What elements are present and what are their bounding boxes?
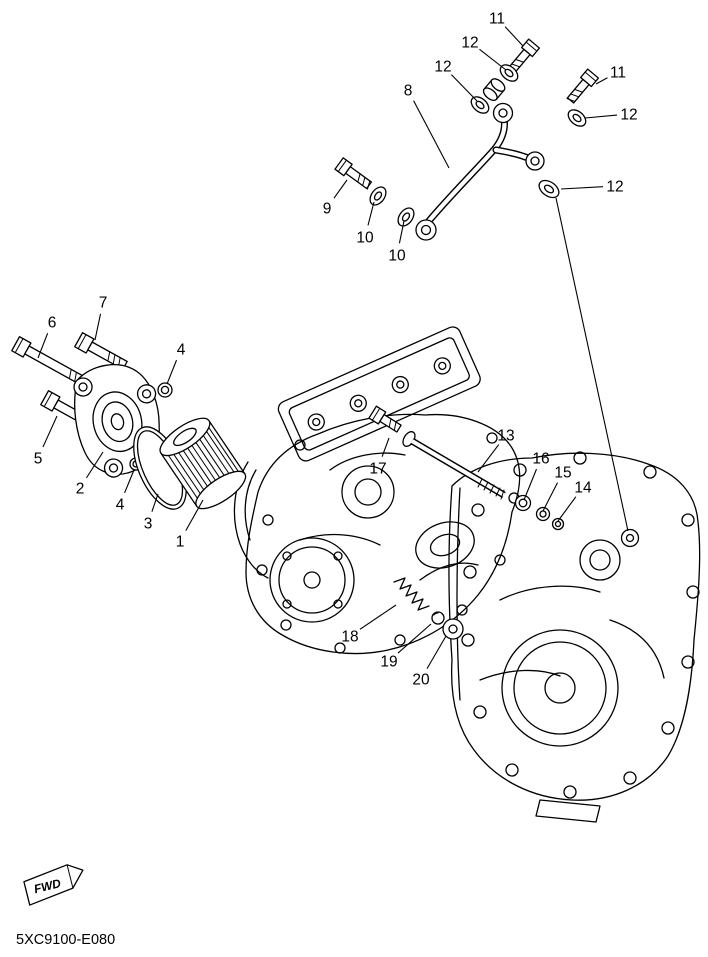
callout-label-11: 11 (489, 11, 505, 28)
callout-leader-19 (397, 623, 432, 654)
washer-12b (470, 96, 490, 114)
callout-leader-4 (166, 359, 178, 385)
callout-label-10: 10 (388, 248, 406, 265)
pipe-side-eye (525, 151, 545, 171)
oil-pipe (415, 102, 545, 241)
clip-14 (551, 517, 565, 531)
callout-leader-2 (85, 451, 104, 479)
fwd-marker: FWD (23, 864, 84, 906)
callout-label-9: 9 (323, 201, 332, 218)
callout-leader-11 (504, 26, 524, 47)
oring-16 (514, 494, 532, 512)
callout-label-11: 11 (610, 65, 626, 82)
callout-label-17: 17 (369, 461, 386, 478)
callout-leader-1 (185, 499, 204, 531)
washer-12d (538, 179, 560, 199)
callout-leader-12 (479, 48, 507, 71)
callout-leader-17 (381, 437, 390, 457)
oring-small-4a (157, 382, 173, 398)
washer-12c (567, 109, 587, 127)
callout-leader-12 (450, 74, 478, 102)
callout-leader-10 (398, 220, 405, 244)
plug-20 (442, 618, 464, 640)
pump-shaft-13 (402, 431, 506, 500)
fwd-label: FWD (32, 876, 62, 896)
callout-label-5: 5 (34, 451, 43, 468)
washer-15 (535, 506, 551, 522)
pipe-spacer (482, 78, 506, 102)
callout-label-3: 3 (144, 516, 153, 533)
callout-label-12: 12 (606, 179, 623, 196)
ball-19 (431, 611, 445, 625)
callout-leader-10 (367, 201, 375, 226)
callout-label-12: 12 (461, 35, 478, 52)
oring-large-3 (133, 426, 187, 510)
callout-label-8: 8 (404, 83, 413, 100)
callout-leader-15 (542, 482, 559, 512)
pipe-upper-eye (492, 102, 514, 124)
callout-leader-12 (560, 186, 604, 190)
callout-label-4: 4 (116, 497, 125, 514)
assembly-indicator-line (555, 197, 629, 532)
callout-leader-6 (37, 332, 49, 359)
spring-18 (393, 577, 430, 611)
banjo-bolt-11a (507, 38, 541, 74)
cylinder-base-flange (277, 326, 481, 462)
callout-label-18: 18 (341, 629, 358, 646)
shaft-bolt-17 (368, 405, 402, 433)
callout-leader-8 (413, 100, 450, 169)
callout-label-7: 7 (99, 295, 108, 312)
callout-label-15: 15 (554, 465, 571, 482)
pipe-lower-eye (415, 219, 437, 241)
callout-leader-14 (557, 496, 577, 522)
filter-cover (73, 364, 160, 478)
callout-label-10: 10 (356, 230, 374, 247)
banjo-bolt-11b (566, 68, 600, 104)
callout-leader-13 (477, 444, 500, 473)
diagram-code: 5XC9100-E080 (16, 932, 115, 948)
callout-label-19: 19 (380, 654, 397, 671)
callout-label-6: 6 (48, 315, 57, 332)
callout-leader-11 (595, 77, 608, 85)
crankcase-right-half (448, 451, 701, 823)
callout-label-2: 2 (76, 481, 85, 498)
callout-leader-18 (359, 604, 397, 630)
callout-leader-20 (426, 635, 447, 669)
washer-10a (369, 186, 387, 206)
callout-leader-9 (333, 179, 348, 199)
callout-leader-7 (94, 313, 102, 341)
pipe-mounting-hole (620, 528, 640, 548)
callout-label-4: 4 (177, 342, 186, 359)
callout-leader-5 (42, 415, 58, 448)
callout-label-1: 1 (176, 534, 185, 551)
callout-label-16: 16 (532, 451, 549, 468)
callout-label-12: 12 (434, 59, 451, 76)
callout-label-13: 13 (497, 428, 514, 445)
banjo-bolt-9 (334, 157, 373, 190)
callout-label-14: 14 (574, 480, 592, 497)
oil-filter-element (159, 417, 247, 510)
callout-leader-3 (151, 493, 159, 512)
callout-label-12: 12 (620, 107, 637, 124)
washer-10b (397, 207, 415, 227)
callout-leader-16 (523, 468, 538, 501)
callout-label-20: 20 (412, 672, 430, 689)
callout-leader-12 (584, 114, 618, 119)
callout-leader-4 (124, 469, 135, 494)
